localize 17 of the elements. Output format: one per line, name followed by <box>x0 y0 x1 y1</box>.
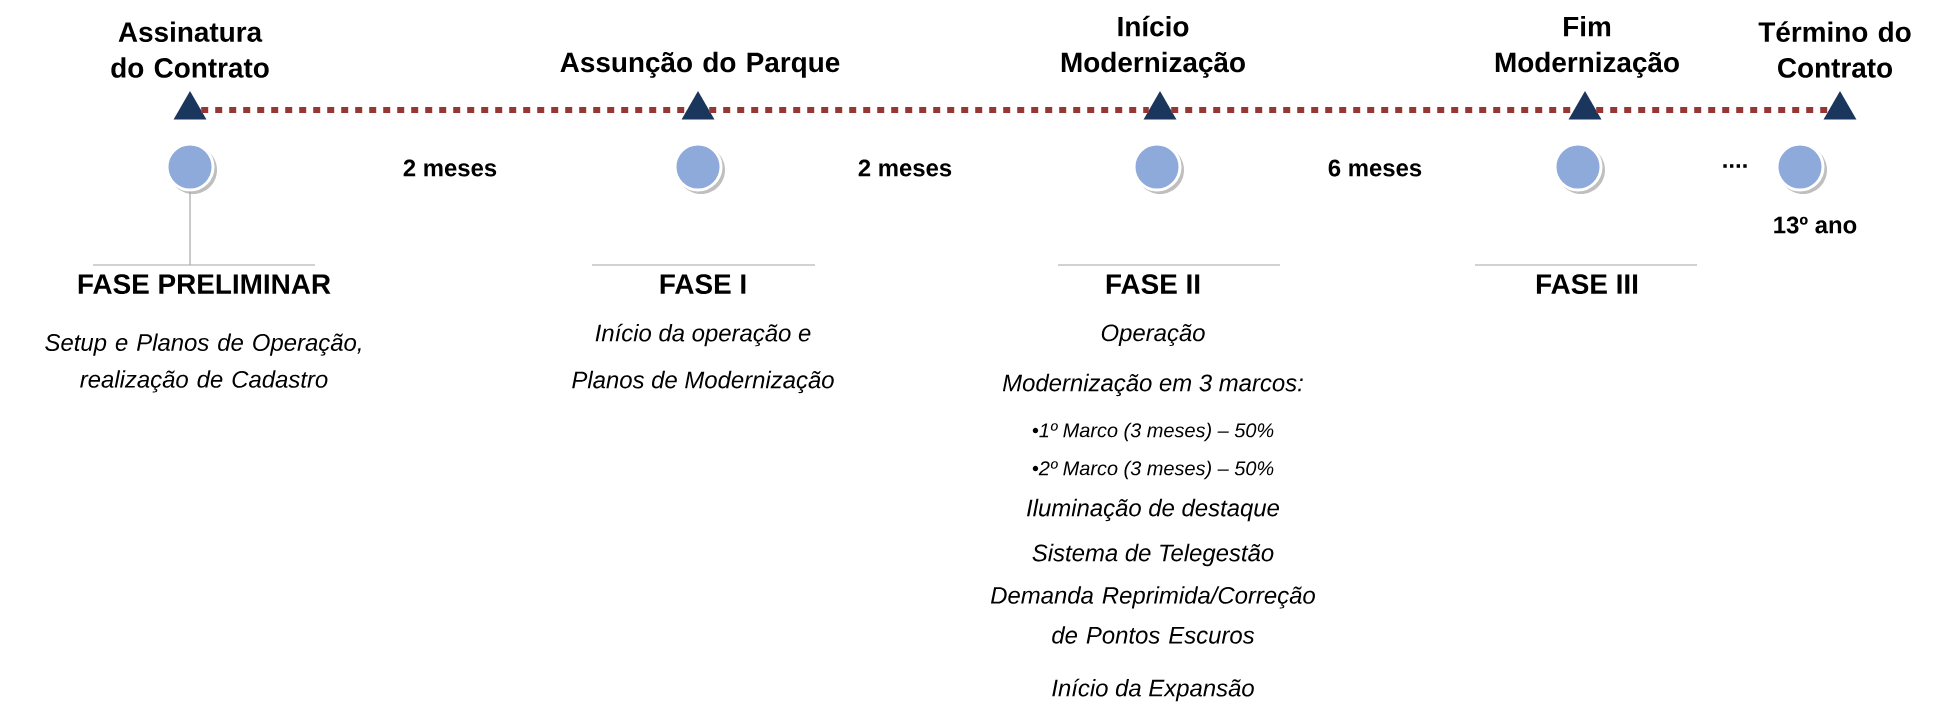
connector-line <box>189 190 191 266</box>
milestone-circle <box>165 142 217 194</box>
milestone-circle <box>1553 142 1605 194</box>
dotted-timeline <box>1596 107 1829 113</box>
duration-label: 6 meses <box>1328 159 1422 177</box>
milestone-circle <box>1132 142 1184 194</box>
duration-label: .... <box>1723 164 1747 168</box>
phase-text: FASE III <box>1536 274 1638 294</box>
node-label: 13º ano <box>1774 216 1857 234</box>
duration-label: 2 meses <box>403 159 497 177</box>
phase-text: FASE I Início da operação e Planos de Modernização <box>572 274 834 394</box>
dotted-timeline <box>709 107 1149 113</box>
milestone-circle <box>673 142 725 194</box>
phase-text: FASE II Operação Modernização em 3 marcos: •1º Marco (3 meses) – 50% •2º Marco (3 meses) – 50% Iluminação de destaque Sistema de Telegestão Demanda Reprimida/Correção de Pontos Escuros Início da Expansão <box>990 274 1315 702</box>
phase-text: FASE PRELIMINAR Setup e Planos de Operação, realização de Cadastro <box>45 274 361 393</box>
dotted-timeline <box>201 107 687 113</box>
duration-label: 2 meses <box>858 159 952 177</box>
